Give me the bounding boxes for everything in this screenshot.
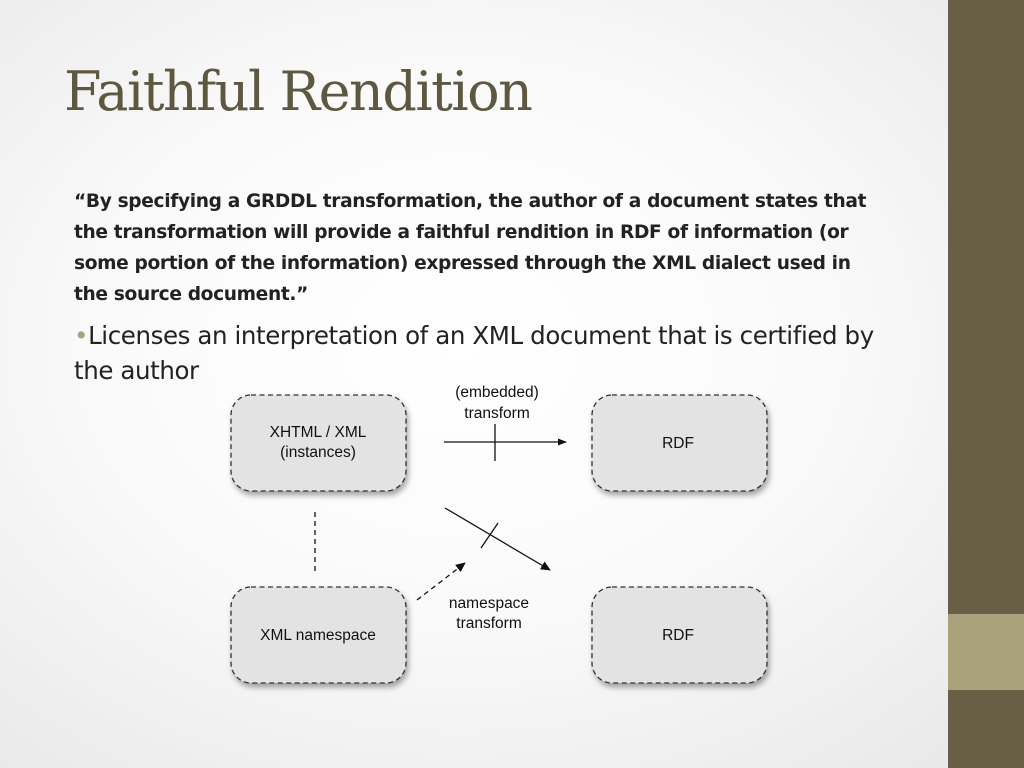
node-xhtml-xml: XHTML / XML (instances): [230, 394, 407, 492]
grddl-quote: “By specifying a GRDDL transformation, t…: [74, 186, 904, 310]
bullet-text: Licenses an interpretation of an XML doc…: [74, 321, 874, 385]
bullet-marker: •: [74, 321, 89, 350]
node-xml-namespace: XML namespace: [230, 586, 407, 684]
bullet-item: •Licenses an interpretation of an XML do…: [74, 318, 904, 388]
diagonal-transform-tick: [480, 522, 499, 549]
embedded-transform-sublabel: transform: [464, 405, 529, 422]
quote-line: the transformation will provide a faithf…: [74, 222, 849, 243]
diagonal-transform-arrow: [444, 507, 551, 571]
namespace-transform-label: namespace: [449, 595, 529, 612]
node-rdf-bottom: RDF: [591, 586, 768, 684]
node-xhtml-sublabel: (instances): [280, 444, 356, 461]
namespace-transform-sublabel: transform: [456, 615, 521, 632]
embedded-transform-label: (embedded): [455, 384, 539, 401]
slide-title: Faithful Rendition: [64, 60, 533, 123]
node-rdf-bottom-label: RDF: [662, 627, 694, 644]
node-xhtml-label: XHTML / XML: [270, 424, 367, 441]
node-rdf-top: RDF: [591, 394, 768, 492]
quote-line: “By specifying a GRDDL transformation, t…: [74, 191, 867, 212]
sidebar-accent-block: [948, 614, 1024, 690]
node-rdf-top-label: RDF: [662, 435, 694, 452]
quote-line: the source document.”: [74, 284, 308, 305]
namespace-transform-arrow: [416, 562, 466, 601]
quote-line: some portion of the information) express…: [74, 253, 851, 274]
node-xml-namespace-label: XML namespace: [260, 627, 376, 644]
grddl-diagram: XHTML / XML (instances) RDF XML namespac…: [230, 384, 768, 684]
